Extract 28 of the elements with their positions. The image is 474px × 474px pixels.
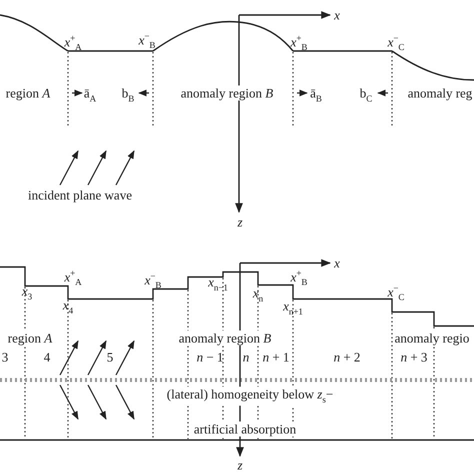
coefficient-label: ā$_{A}$ xyxy=(84,86,96,104)
region-label: anomaly region B xyxy=(176,330,274,346)
layer-number: n + 2 xyxy=(334,350,360,364)
layer-number: 3 xyxy=(2,350,8,364)
axis-label: z xyxy=(237,216,243,228)
region-label: anomaly reg xyxy=(406,86,474,100)
layer-number: n + 3 xyxy=(400,350,428,364)
axis-label: x xyxy=(334,256,340,270)
coefficient-label: ā$_{B}$ xyxy=(310,86,322,104)
point-label: x$_{n+1}$ xyxy=(283,300,303,316)
point-label: x$_{n}$ xyxy=(252,286,264,304)
region-label: anomaly regio xyxy=(392,330,472,346)
layer-number: 5 xyxy=(106,350,114,364)
layer-number: n + 1 xyxy=(262,350,290,364)
caption-text: (lateral) homogeneity below z$_{s}$− xyxy=(164,386,336,406)
region-label: region A xyxy=(4,86,52,100)
axis-label: x xyxy=(334,8,340,22)
coefficient-label: b$_{C}$ xyxy=(360,86,372,104)
coefficient-label: b$_{B}$ xyxy=(122,86,134,104)
layer-number: n − 1 xyxy=(196,350,224,364)
layer-number: n xyxy=(242,350,250,364)
point-label: x$_{n−1}$ xyxy=(208,276,228,292)
region-label: region A xyxy=(6,330,54,346)
caption-text: incident plane wave xyxy=(26,188,134,202)
axis-label: z xyxy=(237,458,243,472)
layer-number: 4 xyxy=(44,350,50,364)
region-label: anomaly region B xyxy=(178,86,276,100)
caption-text: artificial absorption xyxy=(192,422,298,436)
